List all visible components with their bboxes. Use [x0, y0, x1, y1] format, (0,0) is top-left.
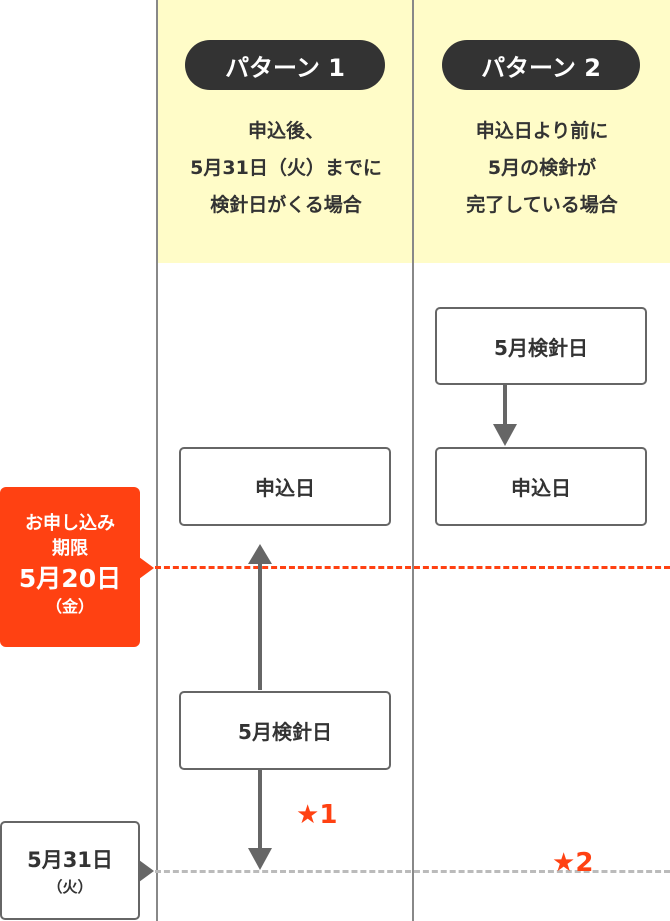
deadline-label: お申し込み: [25, 513, 115, 534]
column-divider: [412, 0, 414, 921]
p2-meter-reading-box: 5月検針日: [435, 307, 647, 385]
deadline-line: [155, 566, 670, 569]
p1-arrows: [248, 544, 272, 870]
arrow-down-icon: [248, 770, 272, 870]
pattern-1-label: パターン 1: [185, 40, 385, 90]
arrow-up-icon: [248, 544, 272, 690]
end-date-line: [155, 870, 670, 873]
deadline-badge: お申し込み 期限 5月20日 （金）: [0, 487, 140, 647]
deadline-label: 期限: [52, 538, 88, 559]
end-date-weekday: （火）: [47, 878, 93, 896]
pattern-1-description: 申込後、 5月31日（火）までに 検針日がくる場合: [158, 113, 414, 224]
desc-line: 申込後、: [247, 120, 324, 142]
deadline-date: 5月20日: [18, 564, 122, 593]
star-number: 2: [575, 848, 594, 878]
desc-line: 5月31日（火）までに: [190, 157, 382, 179]
desc-line: 5月の検針が: [487, 157, 597, 179]
pattern-2-description: 申込日より前に 5月の検針が 完了している場合: [414, 113, 670, 224]
end-date-pointer: [139, 860, 154, 882]
arrow-down-icon: [493, 384, 517, 446]
pattern-2-label: パターン 2: [442, 40, 640, 90]
p1-meter-reading-box: 5月検針日: [179, 691, 391, 770]
desc-line: 申込日より前に: [475, 120, 609, 142]
end-date: 5月31日: [27, 848, 113, 872]
star-note-1: ★1: [296, 800, 338, 830]
deadline-pointer: [139, 557, 154, 579]
star-number: 1: [319, 800, 338, 830]
end-date-badge: 5月31日 （火）: [0, 821, 140, 920]
column-divider: [156, 0, 158, 921]
p2-application-date-box: 申込日: [435, 447, 647, 526]
p1-application-date-box: 申込日: [179, 447, 391, 526]
desc-line: 完了している場合: [466, 194, 618, 216]
desc-line: 検針日がくる場合: [210, 194, 362, 216]
star-note-2: ★2: [552, 848, 594, 878]
deadline-weekday: （金）: [45, 597, 94, 616]
